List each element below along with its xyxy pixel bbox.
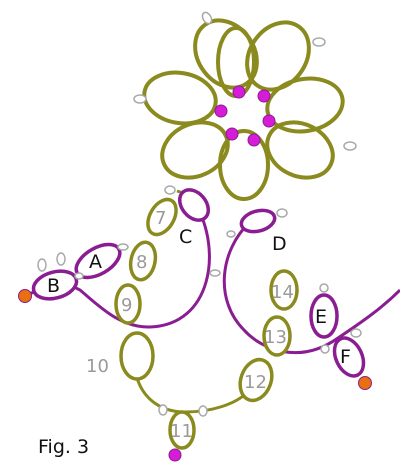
picot: [321, 345, 329, 353]
ring-labels: A B C D E F 7 8 9 10 11 12 13 14: [47, 208, 351, 442]
chain-lower: [137, 378, 250, 412]
flower-center-beads: [215, 86, 275, 146]
label-11: 11: [170, 421, 193, 442]
picot: [38, 259, 46, 271]
picot: [118, 244, 128, 250]
purple-rings: [30, 184, 369, 380]
picot: [344, 142, 356, 150]
picot: [313, 38, 325, 46]
label-b: B: [47, 275, 60, 297]
picot: [159, 405, 167, 415]
picot: [210, 270, 220, 276]
picot: [227, 231, 235, 237]
magenta-bead-bottom: [169, 449, 181, 461]
label-9: 9: [121, 295, 132, 316]
bead: [258, 90, 270, 102]
label-12: 12: [244, 372, 267, 393]
picot: [199, 406, 207, 416]
label-f: F: [340, 346, 351, 368]
label-7: 7: [155, 208, 166, 229]
label-14: 14: [271, 282, 294, 303]
picot: [277, 209, 287, 217]
picot: [57, 253, 65, 265]
picot: [134, 95, 146, 103]
figure-caption: Fig. 3: [38, 436, 89, 458]
bead: [263, 115, 275, 127]
label-8: 8: [136, 252, 147, 273]
label-c: C: [179, 226, 192, 248]
ring-d: [239, 207, 277, 235]
label-10: 10: [86, 356, 109, 377]
orange-bead-right: [359, 377, 372, 390]
label-13: 13: [264, 327, 287, 348]
bead: [248, 134, 260, 146]
label-a: A: [89, 251, 102, 273]
flower-picots: [134, 11, 356, 217]
bead: [233, 86, 245, 98]
picot: [351, 329, 361, 337]
picot: [165, 186, 175, 194]
label-d: D: [272, 233, 287, 255]
ring-10: [121, 333, 153, 379]
picot: [75, 273, 83, 279]
orange-bead-left: [19, 290, 32, 303]
picot: [320, 284, 328, 292]
flower-motif: [140, 8, 347, 199]
chain-right: [224, 222, 400, 353]
bead: [226, 128, 238, 140]
bead: [215, 105, 227, 117]
label-e: E: [315, 306, 327, 328]
